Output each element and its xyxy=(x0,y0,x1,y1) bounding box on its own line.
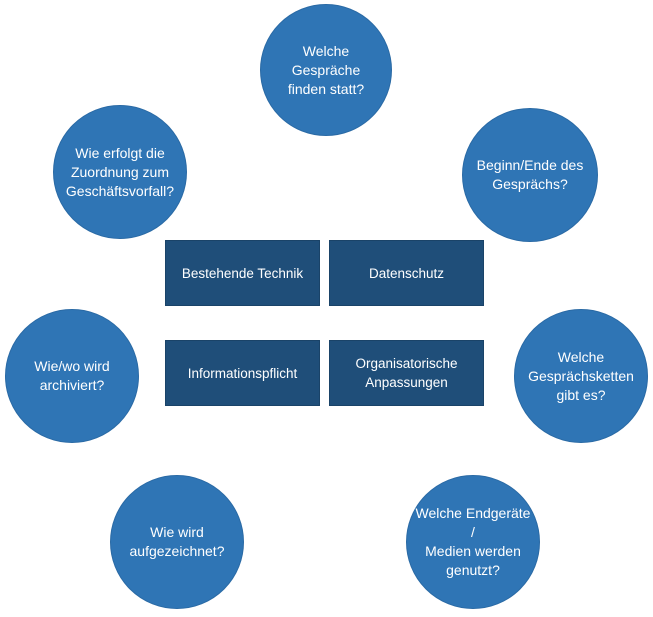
question-circle-beginn-ende: Beginn/Ende des Gesprächs? xyxy=(462,108,598,242)
circle-label: Welche Gespräche finden statt? xyxy=(287,42,365,97)
circle-label: Wie erfolgt die Zuordnung zum Geschäftsv… xyxy=(65,144,175,199)
circle-label: Beginn/Ende des Gesprächs? xyxy=(476,157,584,192)
topic-box-informationspflicht: Informationspflicht xyxy=(165,340,320,406)
circle-label: Wie/wo wird archiviert? xyxy=(34,358,110,393)
topic-box-organisatorisch: Organisatorische Anpassungen xyxy=(329,340,484,406)
question-circle-endgeraete: Welche Endgeräte / Medien werden genutzt… xyxy=(406,475,540,609)
topic-box-technik: Bestehende Technik xyxy=(165,240,320,306)
circle-label: Welche Gesprächsketten gibt es? xyxy=(528,348,634,403)
box-label: Datenschutz xyxy=(368,265,445,281)
box-label: Organisatorische Anpassungen xyxy=(355,356,458,390)
box-label: Informationspflicht xyxy=(187,365,298,381)
question-circle-archiviert: Wie/wo wird archiviert? xyxy=(5,309,139,443)
question-circle-gespraeche: Welche Gespräche finden statt? xyxy=(260,4,392,136)
circle-label: Wie wird aufgezeichnet? xyxy=(129,524,225,559)
question-circle-zuordnung: Wie erfolgt die Zuordnung zum Geschäftsv… xyxy=(53,105,187,239)
question-circle-gespraechsketten: Welche Gesprächsketten gibt es? xyxy=(514,309,648,443)
box-label: Bestehende Technik xyxy=(181,265,304,281)
topic-box-datenschutz: Datenschutz xyxy=(329,240,484,306)
question-circle-aufgezeichnet: Wie wird aufgezeichnet? xyxy=(110,475,244,609)
circle-label: Welche Endgeräte / Medien werden genutzt… xyxy=(415,505,531,578)
